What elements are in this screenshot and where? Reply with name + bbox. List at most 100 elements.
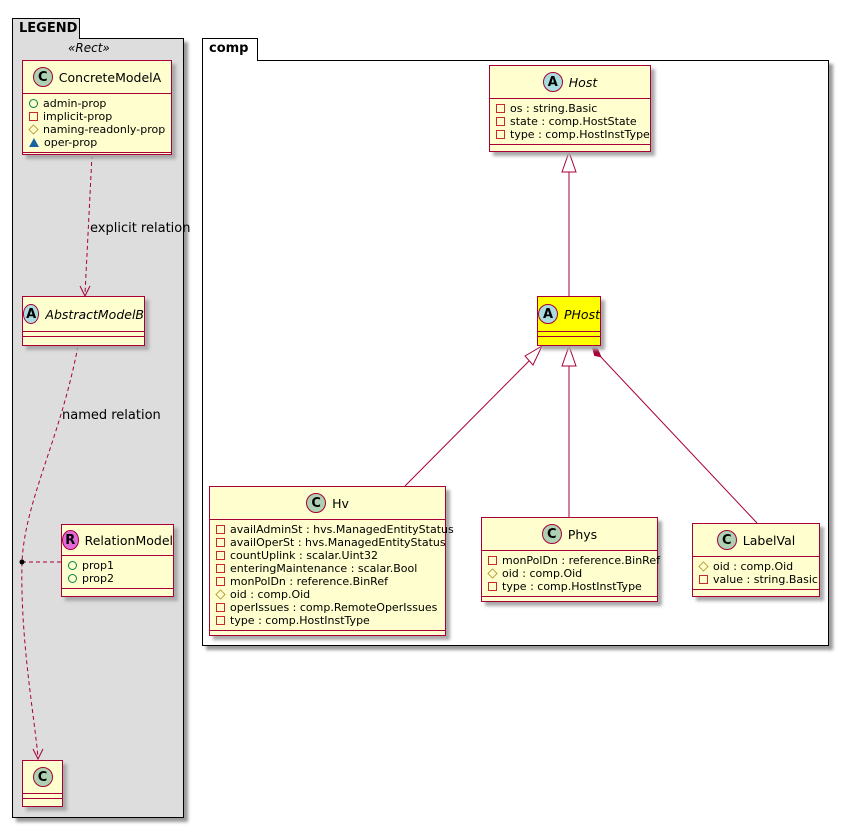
private-visibility-icon: [496, 104, 505, 113]
attribute-text: implicit-prop: [43, 110, 113, 123]
class-type-C-icon: C: [541, 524, 562, 544]
attribute-text: enteringMaintenance : scalar.Bool: [230, 562, 418, 575]
class-name: Hv: [332, 495, 349, 511]
class-name: AbstractModelB: [45, 306, 144, 322]
protected-visibility-icon: [698, 561, 709, 572]
attribute-text: value : string.Basic: [713, 573, 818, 586]
private-visibility-icon: [496, 117, 505, 126]
private-visibility-icon: [488, 556, 497, 565]
attribute-text: countUplink : scalar.Uint32: [230, 549, 378, 562]
legend-package: [12, 38, 184, 818]
class-phost[interactable]: A PHost: [537, 296, 601, 346]
labelval-phost-composition: [598, 354, 758, 524]
attribute: state : comp.HostState: [496, 115, 644, 128]
attribute: prop1: [68, 559, 167, 572]
attribute: oid : comp.Oid: [698, 560, 813, 573]
public-visibility-icon: [29, 99, 38, 108]
attribute-text: oid : comp.Oid: [502, 567, 583, 580]
attribute-text: state : comp.HostState: [510, 115, 637, 128]
named-relation-arrow: [32, 748, 44, 761]
generalization-triangle-hv: [524, 344, 544, 366]
attribute: operIssues : comp.RemoteOperIssues: [216, 601, 439, 614]
class-hv[interactable]: C Hv availAdminSt : hvs.ManagedEntityStat…: [209, 486, 454, 636]
class-type-R-icon: R: [62, 530, 79, 550]
class-header: C C: [23, 761, 62, 794]
attribute: value : string.Basic: [699, 573, 818, 586]
class-header: C Hv: [210, 487, 445, 520]
class-header: C LabelVal: [693, 524, 819, 557]
attribute-list: [23, 332, 144, 337]
explicit-relation-label: explicit relation: [90, 221, 191, 236]
attribute: oid : comp.Oid: [215, 588, 439, 601]
attribute: enteringMaintenance : scalar.Bool: [216, 562, 439, 575]
association-junction-dot: [19, 559, 25, 565]
attribute: oper-prop: [29, 136, 165, 149]
named-relation-edge: [21, 345, 79, 759]
attribute-text: admin-prop: [43, 97, 107, 110]
attribute: countUplink : scalar.Uint32: [216, 549, 439, 562]
class-type-A-icon: A: [542, 72, 563, 92]
attribute: os : string.Basic: [496, 102, 644, 115]
named-relation-label: named relation: [62, 408, 161, 423]
class-name: Phys: [567, 526, 598, 542]
attribute: admin-prop: [29, 97, 165, 110]
class-abstractmodelb[interactable]: A AbstractModelB: [22, 296, 145, 346]
class-name: Host: [568, 74, 598, 90]
attribute-text: oid : comp.Oid: [230, 588, 311, 601]
attribute: availAdminSt : hvs.ManagedEntityStatus: [216, 523, 454, 536]
class-c[interactable]: C C: [22, 760, 63, 807]
attribute: prop2: [68, 572, 167, 585]
class-type-C-icon: C: [306, 493, 327, 513]
attribute-text: oid : comp.Oid: [713, 560, 794, 573]
attribute: naming-readonly-prop: [28, 123, 166, 136]
attribute-text: availOperSt : hvs.ManagedEntityStatus: [230, 536, 446, 549]
protected-visibility-icon: [215, 589, 226, 600]
private-visibility-icon: [216, 564, 225, 573]
comp-package-tab: comp: [202, 38, 258, 61]
private-visibility-icon: [496, 130, 505, 139]
attribute-text: prop1: [82, 559, 114, 572]
attribute-text: os : string.Basic: [510, 102, 598, 115]
attribute-text: type : comp.HostInstType: [510, 128, 650, 141]
attribute-text: naming-readonly-prop: [43, 123, 166, 136]
class-name: LabelVal: [742, 532, 796, 548]
legend-stereotype: «Rect»: [68, 41, 110, 55]
attribute: type : comp.HostInstType: [216, 614, 439, 627]
private-visibility-icon: [216, 525, 225, 534]
attribute: type : comp.HostInstType: [488, 580, 651, 593]
class-header: C ConcreteModelA: [23, 61, 171, 94]
attribute-text: type : comp.HostInstType: [502, 580, 642, 593]
legend-package-tab: LEGEND: [12, 18, 80, 39]
class-header: A PHost: [538, 297, 600, 332]
composition-diamond: [591, 345, 602, 358]
package-visibility-icon: [29, 138, 39, 147]
private-visibility-icon: [29, 112, 38, 121]
attribute: type : comp.HostInstType: [496, 128, 650, 141]
attribute-text: type : comp.HostInstType: [230, 614, 370, 627]
class-type-A-icon: A: [538, 304, 558, 324]
class-name: ConcreteModelA: [58, 69, 162, 85]
public-visibility-icon: [68, 574, 77, 583]
attribute: monPolDn : reference.BinRef: [216, 575, 439, 588]
attribute-text: operIssues : comp.RemoteOperIssues: [230, 601, 438, 614]
class-header: R RelationModel: [62, 525, 173, 556]
private-visibility-icon: [216, 538, 225, 547]
attribute: monPolDn : reference.BinRef: [488, 554, 660, 567]
attribute-text: availAdminSt : hvs.ManagedEntityStatus: [230, 523, 454, 536]
class-header: A AbstractModelB: [23, 297, 144, 332]
class-name: PHost: [564, 306, 600, 322]
private-visibility-icon: [488, 582, 497, 591]
protected-visibility-icon: [487, 568, 498, 579]
class-header: A Host: [490, 66, 650, 99]
class-type-C-icon: C: [32, 67, 53, 87]
class-type-C-icon: C: [32, 767, 53, 787]
attribute: oid : comp.Oid: [487, 567, 651, 580]
